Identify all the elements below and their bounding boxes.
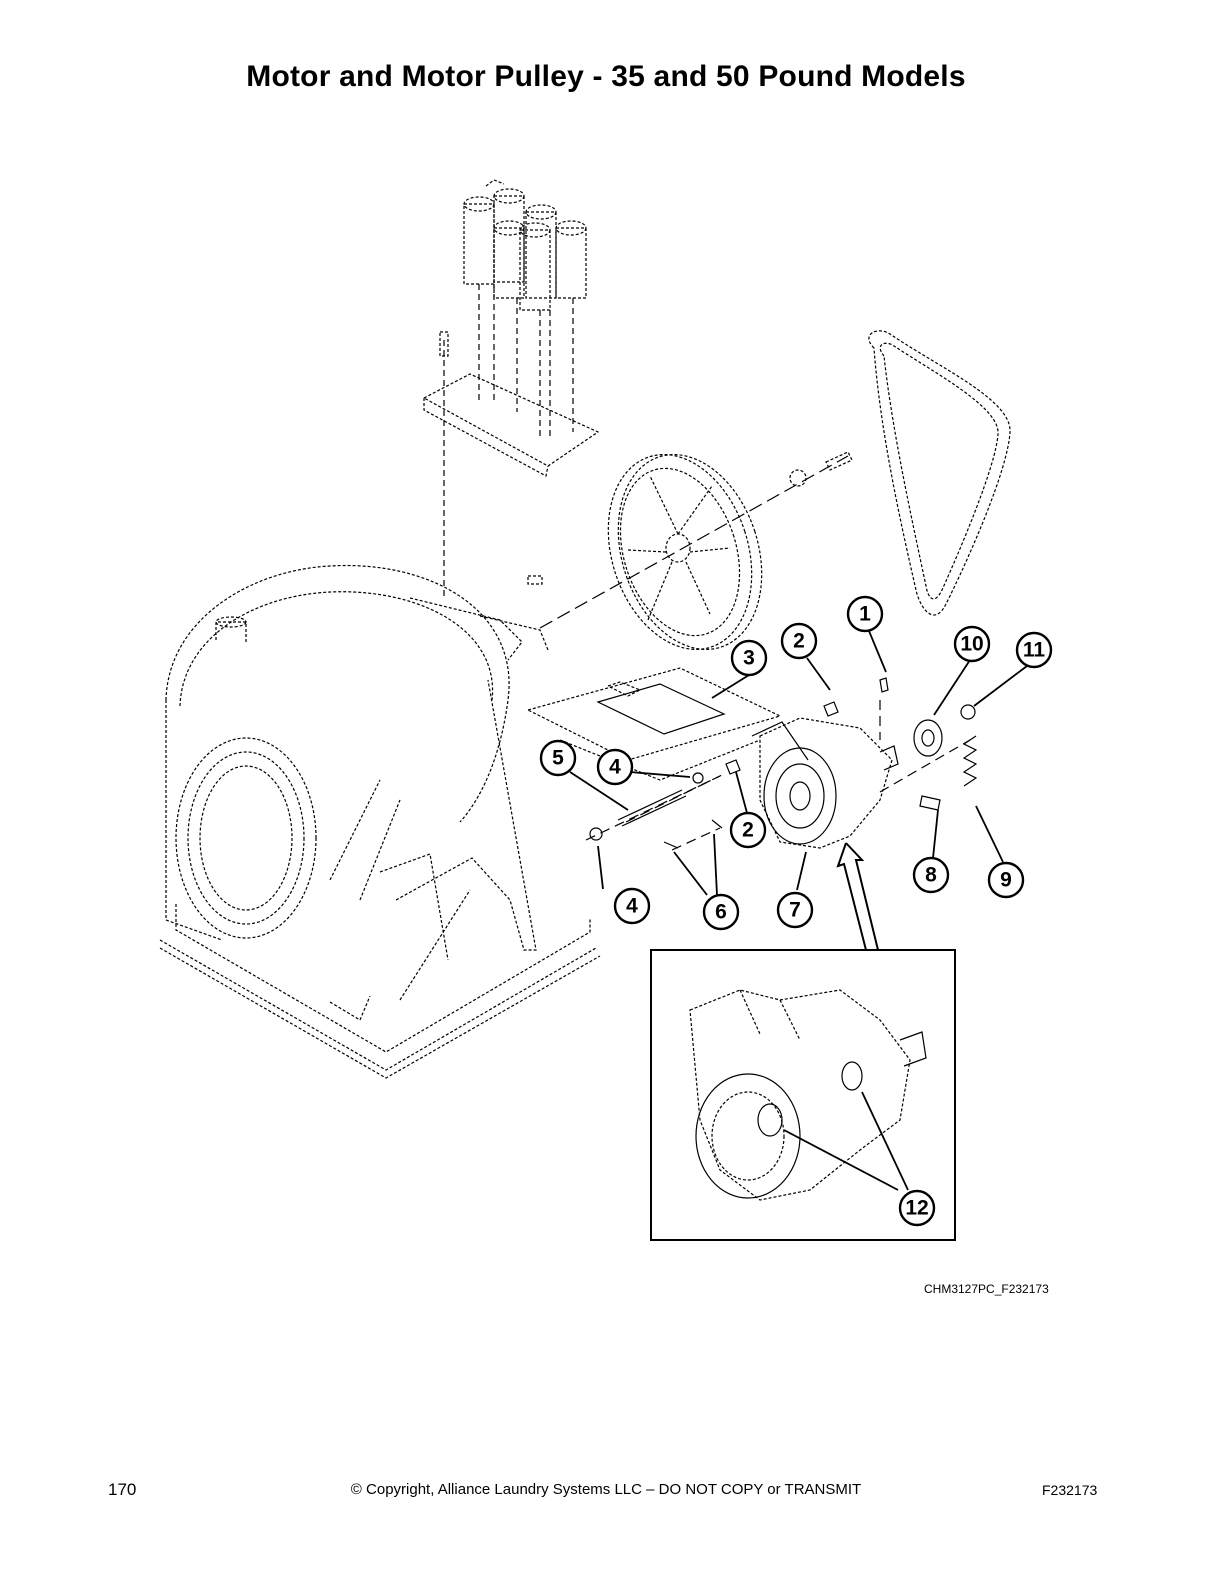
motor-assembly bbox=[751, 717, 899, 849]
callout-circles bbox=[539, 595, 1053, 1227]
capacitor-bracket bbox=[422, 373, 600, 467]
document-code: F232173 bbox=[1042, 1482, 1098, 1498]
drawing-code: CHM3127PC_F232173 bbox=[924, 1282, 1049, 1296]
callout-2-upper: 2 bbox=[793, 630, 805, 653]
drive-belt bbox=[868, 330, 1011, 616]
callout-8: 8 bbox=[925, 864, 937, 887]
callout-4-upper: 4 bbox=[609, 756, 621, 779]
assembly-axis-lines bbox=[585, 700, 971, 851]
callout-leaders bbox=[569, 630, 1028, 1191]
callout-7: 7 bbox=[789, 899, 801, 922]
inset-frame bbox=[650, 842, 956, 1241]
callout-3: 3 bbox=[743, 647, 755, 670]
page-title: Motor and Motor Pulley - 35 and 50 Pound… bbox=[246, 60, 966, 93]
callout-1: 1 bbox=[859, 603, 871, 626]
callout-11: 11 bbox=[1023, 639, 1046, 662]
callout-2-lower: 2 bbox=[742, 819, 754, 842]
callout-9: 9 bbox=[1000, 869, 1012, 892]
machine-frame bbox=[159, 679, 601, 1079]
drive-pulley bbox=[607, 454, 763, 650]
callout-12: 12 bbox=[905, 1197, 928, 1220]
capacitor-leader-lines bbox=[443, 284, 574, 600]
pulley-axis-line bbox=[539, 455, 849, 629]
copyright-notice: © Copyright, Alliance Laundry Systems LL… bbox=[350, 1481, 862, 1498]
shaft-key bbox=[527, 575, 543, 585]
inset-motor-detail bbox=[689, 989, 927, 1201]
callout-10: 10 bbox=[960, 633, 983, 656]
pulley-washer bbox=[789, 469, 807, 487]
bracket-screw bbox=[439, 331, 449, 357]
callout-4-lower: 4 bbox=[626, 895, 638, 918]
drum-housing bbox=[165, 564, 549, 941]
callout-5: 5 bbox=[552, 747, 564, 770]
page-number: 170 bbox=[108, 1480, 137, 1499]
capacitor-group bbox=[463, 179, 587, 311]
small-hardware bbox=[589, 677, 978, 849]
callout-6: 6 bbox=[715, 901, 727, 924]
control-board bbox=[526, 667, 782, 781]
